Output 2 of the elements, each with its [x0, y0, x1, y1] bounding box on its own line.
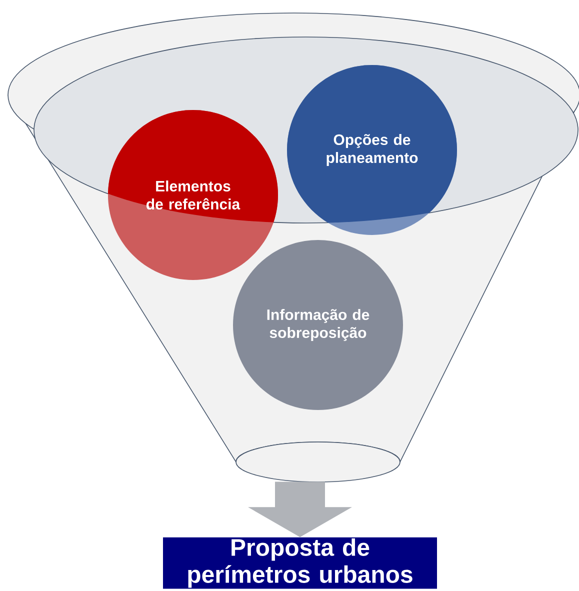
block-arrow — [248, 482, 352, 538]
result-label: Proposta de perímetros urbanos — [163, 537, 437, 589]
